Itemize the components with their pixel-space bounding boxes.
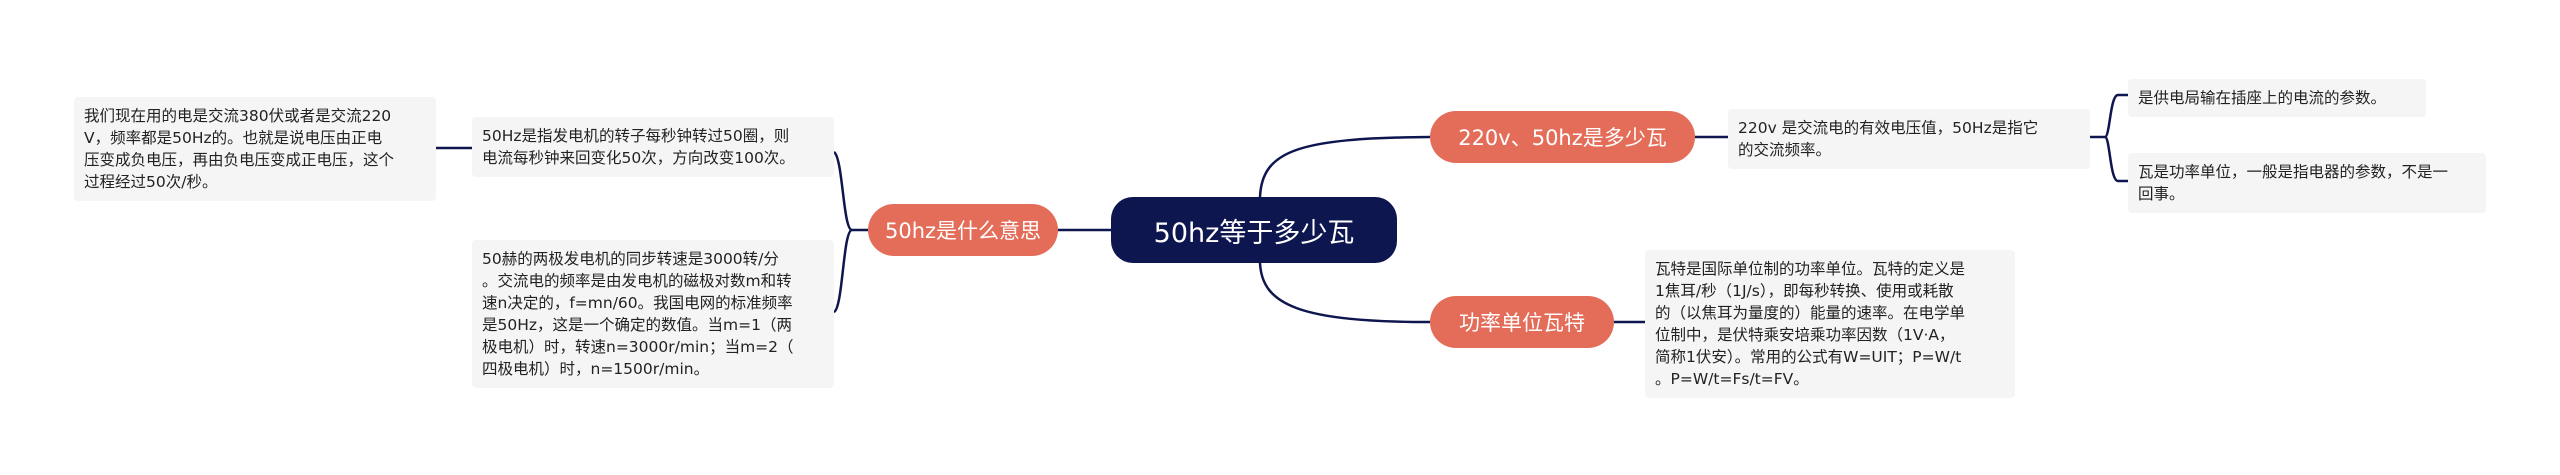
detail-node-watt[interactable]: 瓦特是国际单位制的功率单位。瓦特的定义是 1焦耳/秒（1J/s），即每秒转换、使…: [1645, 250, 2015, 398]
root-node[interactable]: 50hz等于多少瓦: [1111, 197, 1397, 263]
link-220v-child-2: [2103, 135, 2128, 183]
link-root-branch-watt: [1258, 262, 1431, 324]
child-node-220v-2[interactable]: 瓦是功率单位，一般是指电器的参数，不是一 回事。: [2128, 153, 2486, 213]
branch-node-watt[interactable]: 功率单位瓦特: [1430, 296, 1614, 348]
child-node-220v-1[interactable]: 是供电局输在插座上的电流的参数。: [2128, 79, 2426, 117]
branch-node-220v-50hz[interactable]: 220v、50hz是多少瓦: [1430, 111, 1695, 163]
detail-node-50hz-1[interactable]: 50Hz是指发电机的转子每秒钟转过50圈，则 电流每秒钟来回变化50次，方向改变…: [472, 117, 834, 177]
link-root-branch-220v: [1258, 135, 1431, 198]
link-220v-child-1: [2090, 93, 2128, 139]
detail-node-220v[interactable]: 220v 是交流电的有效电压值，50Hz是指它 的交流频率。: [1728, 109, 2090, 169]
branch-node-50hz-meaning[interactable]: 50hz是什么意思: [868, 204, 1058, 256]
detail-node-50hz-2[interactable]: 50赫的两极发电机的同步转速是3000转/分 。交流电的频率是由发电机的磁极对数…: [472, 240, 834, 388]
link-50hz-detail-1: [832, 150, 868, 232]
link-50hz-detail-2: [833, 228, 854, 314]
child-node-50hz-1[interactable]: 我们现在用的电是交流380伏或者是交流220 V，频率都是50Hz的。也就是说电…: [74, 97, 436, 201]
